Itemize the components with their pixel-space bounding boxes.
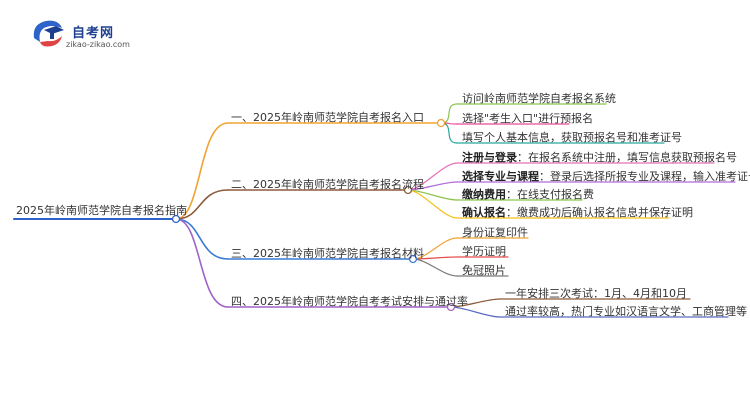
branch-3-hub: [408, 254, 418, 264]
root-node[interactable]: 2025年岭南师范学院自考报名指南: [16, 204, 187, 217]
branch-2-hub: [403, 185, 413, 195]
branch-4-label: 四、2025年岭南师范学院自考考试安排与通过率: [231, 295, 468, 308]
leaf-3-2-label: 学历证明: [462, 245, 506, 258]
branch-node-2[interactable]: 二、2025年岭南师范学院自考报名流程: [231, 178, 424, 191]
leaf-node-3-3[interactable]: 免冠照片: [462, 264, 506, 277]
branch-2-connector: [175, 189, 229, 220]
leaf-4-1-label: 一年安排三次考试：1月、4月和10月: [505, 287, 687, 300]
leaf-2-2-term: 选择专业与课程: [462, 170, 539, 183]
root-label: 2025年岭南师范学院自考报名指南: [16, 204, 187, 217]
leaf-1-1-label: 访问岭南师范学院自考报名系统: [462, 92, 616, 105]
branch-3-label: 三、2025年岭南师范学院自考报名材料: [231, 247, 424, 260]
leaf-node-2-4[interactable]: 确认报名：缴费成功后确认报名信息并保存证明: [462, 206, 693, 219]
branch-node-3[interactable]: 三、2025年岭南师范学院自考报名材料: [231, 247, 424, 260]
leaf-2-4-label: ：缴费成功后确认报名信息并保存证明: [506, 206, 693, 219]
leaf-2-1-term: 注册与登录: [462, 151, 517, 164]
branch-1-connector: [175, 122, 229, 220]
leaf-2-4-connector: [407, 189, 458, 219]
branch-2-label: 二、2025年岭南师范学院自考报名流程: [231, 178, 424, 191]
leaf-node-1-2[interactable]: 选择"考生入口"进行预报名: [462, 112, 593, 125]
logo-subtitle: zikao-zikao.com: [66, 40, 130, 49]
branch-node-4[interactable]: 四、2025年岭南师范学院自考考试安排与通过率: [231, 295, 468, 308]
branch-4-hub: [446, 302, 456, 312]
leaf-node-4-1[interactable]: 一年安排三次考试：1月、4月和10月: [505, 287, 687, 300]
leaf-3-3-label: 免冠照片: [462, 264, 506, 277]
leaf-node-1-3[interactable]: 填写个人基本信息，获取预报名号和准考证号: [462, 131, 682, 144]
leaf-2-3-term: 缴纳费用: [462, 188, 506, 201]
leaf-node-2-1[interactable]: 注册与登录：在报名系统中注册，填写信息获取预报名号: [462, 151, 737, 164]
leaf-node-3-1[interactable]: 身份证复印件: [462, 226, 528, 239]
leaf-node-2-3[interactable]: 缴纳费用：在线支付报名费: [462, 188, 594, 201]
branch-node-1[interactable]: 一、2025年岭南师范学院自考报名入口: [231, 111, 424, 124]
leaf-node-1-1[interactable]: 访问岭南师范学院自考报名系统: [462, 92, 616, 105]
leaf-4-2-label: 通过率较高，热门专业如汉语言文学、工商管理等: [505, 305, 747, 318]
site-logo[interactable]: [28, 16, 178, 52]
leaf-2-3-label: ：在线支付报名费: [506, 188, 594, 201]
leaf-node-3-2[interactable]: 学历证明: [462, 245, 506, 258]
leaf-4-2-connector: [450, 306, 501, 318]
leaf-1-3-label: 填写个人基本信息，获取预报名号和准考证号: [462, 131, 682, 144]
leaf-3-3-connector: [412, 258, 458, 277]
leaf-node-4-2[interactable]: 通过率较高，热门专业如汉语言文学、工商管理等: [505, 305, 747, 318]
logo-title: 自考网: [72, 26, 115, 41]
leaf-1-2-label: 选择"考生入口"进行预报名: [462, 112, 594, 125]
leaf-2-4-term: 确认报名: [462, 206, 506, 219]
root-hub: [171, 214, 181, 224]
mind-map-edges: [13, 103, 736, 318]
branch-1-label: 一、2025年岭南师范学院自考报名入口: [231, 111, 424, 124]
leaf-2-1-label: ：在报名系统中注册，填写信息获取预报名号: [517, 151, 737, 164]
branch-4-connector: [175, 218, 229, 308]
branch-3-connector: [175, 218, 229, 260]
leaf-3-1-label: 身份证复印件: [462, 226, 528, 239]
branch-1-hub: [436, 118, 446, 128]
leaf-2-2-label: ：登录后选择所报专业及课程，输入准考证号: [539, 170, 750, 183]
graduation-cap-icon: [33, 20, 64, 47]
leaf-node-2-2[interactable]: 选择专业与课程：登录后选择所报专业及课程，输入准考证号: [462, 170, 750, 183]
